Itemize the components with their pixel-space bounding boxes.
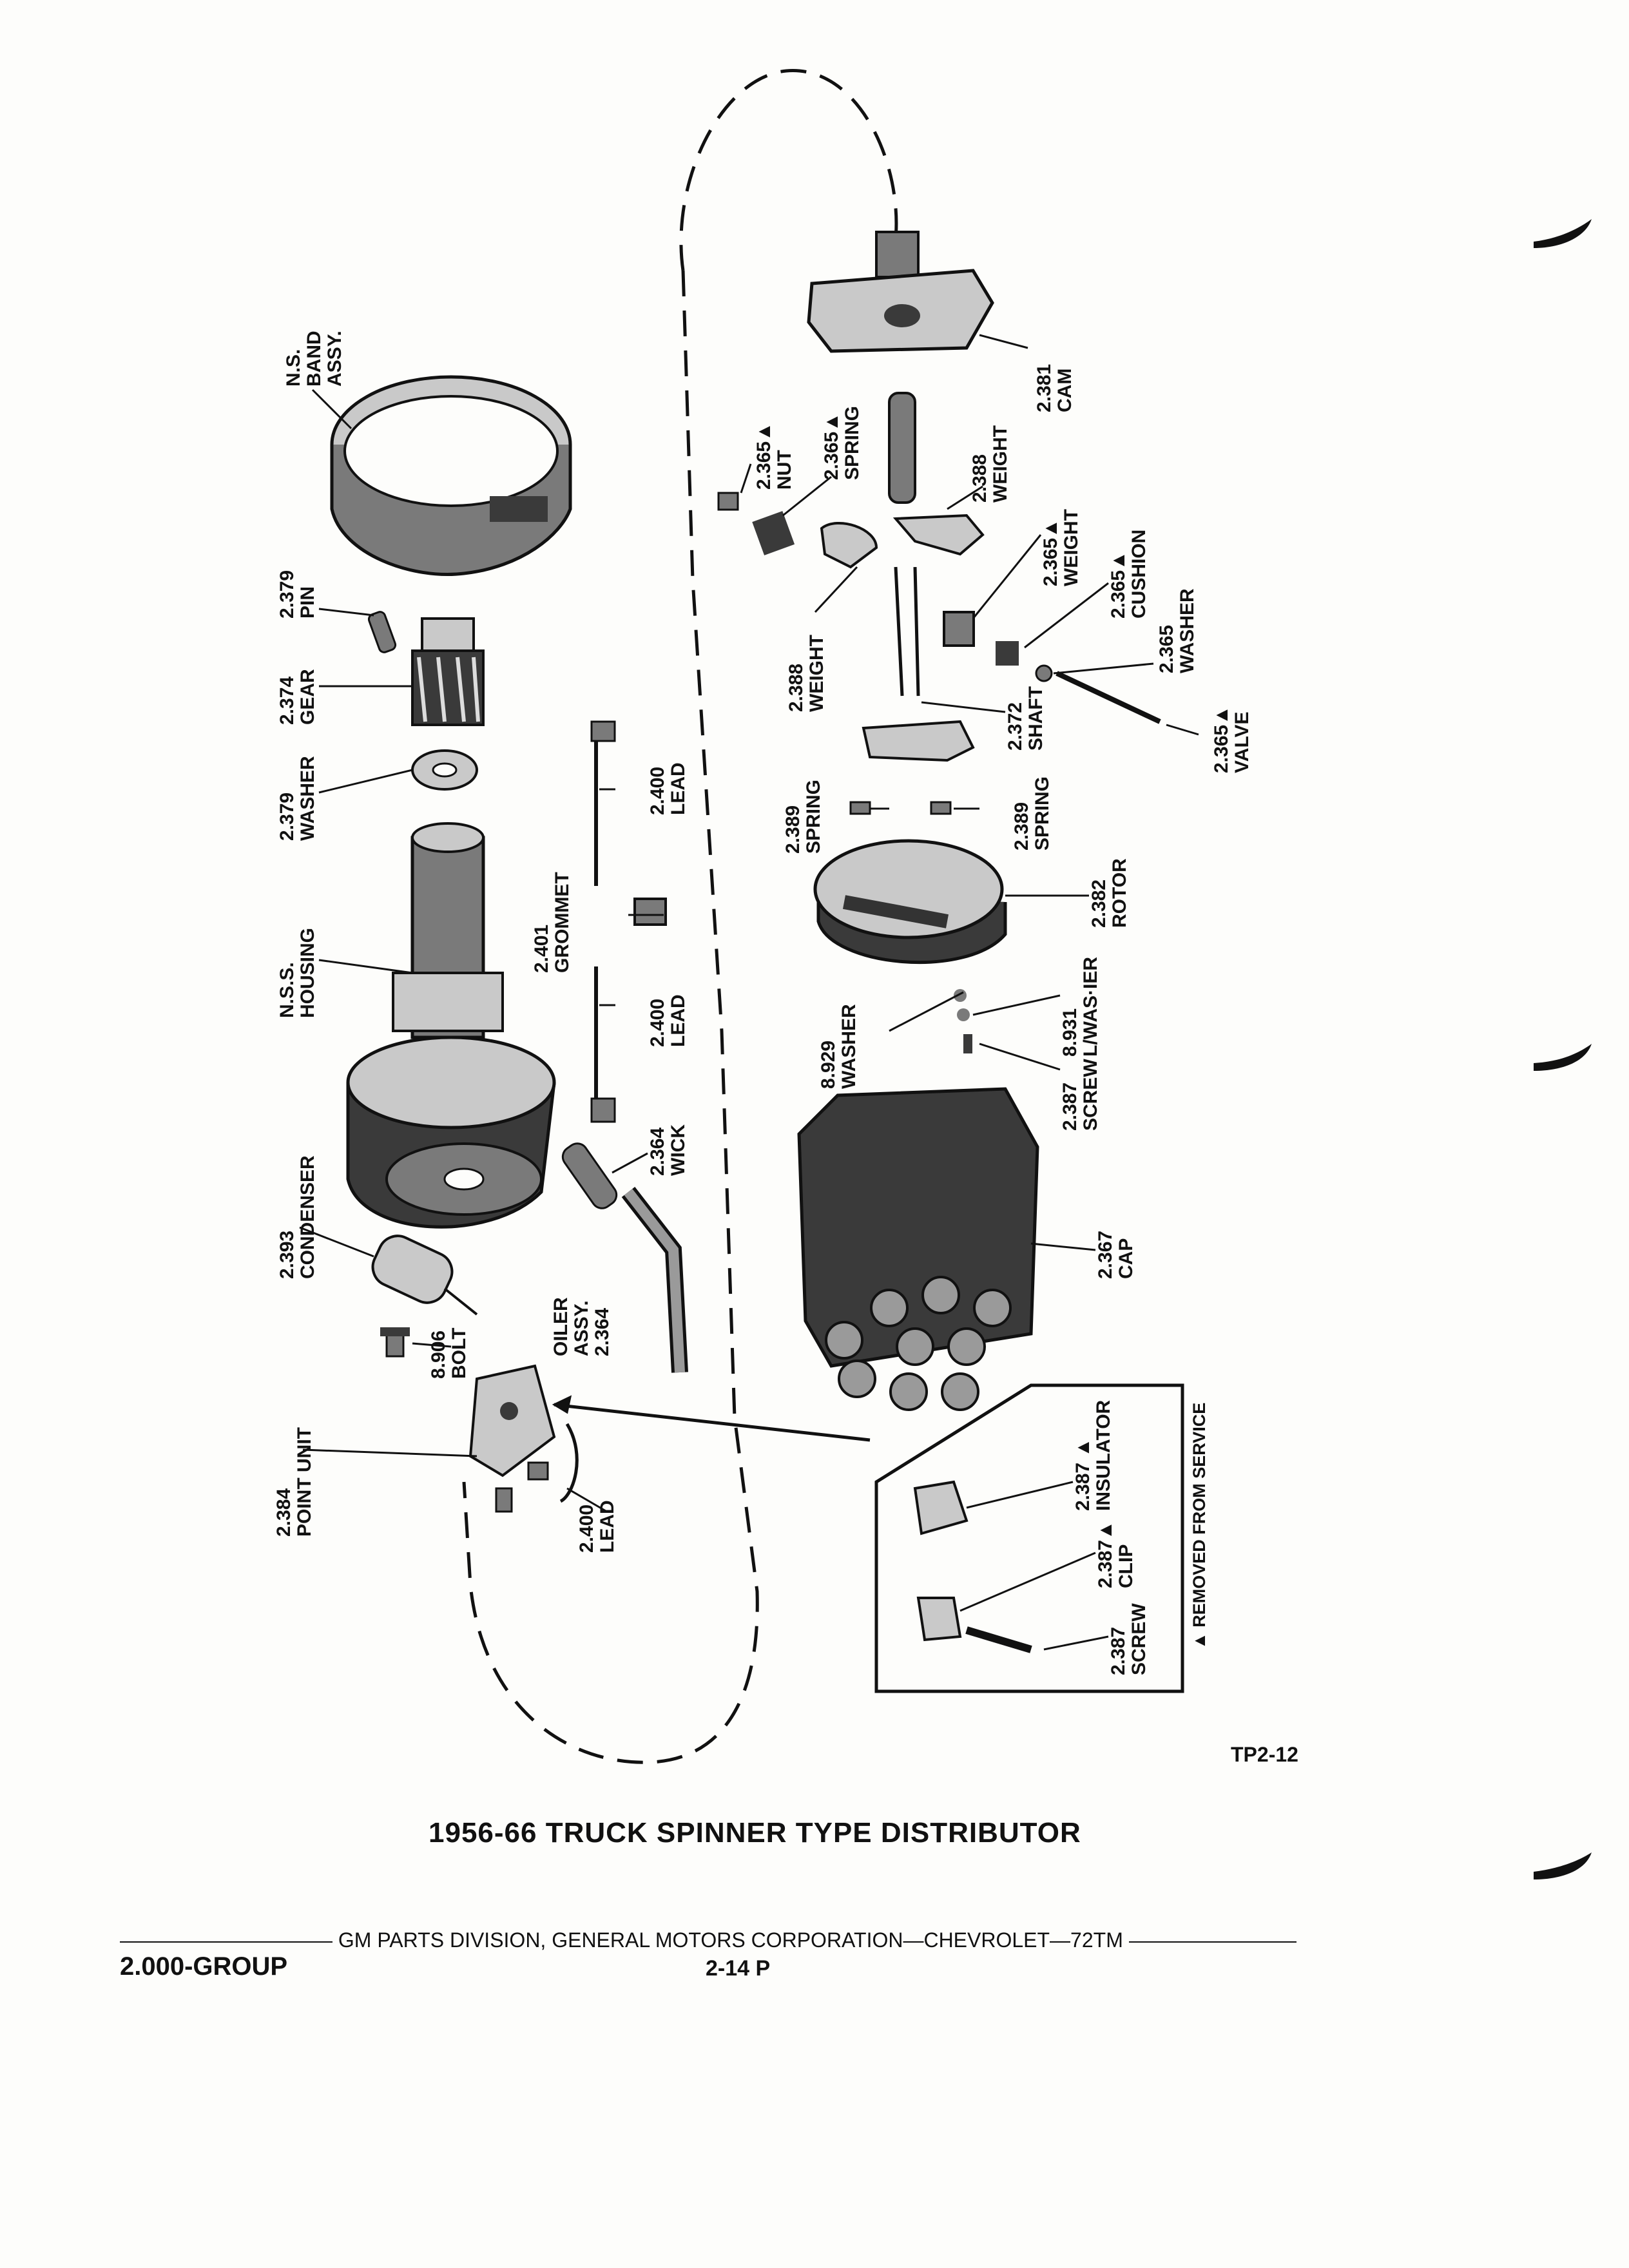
condenser-part xyxy=(371,1235,478,1316)
inset-box xyxy=(874,1383,1184,1693)
publisher-text: GM PARTS DIVISION, GENERAL MOTORS CORPOR… xyxy=(338,1928,1123,1952)
bolt-part xyxy=(380,1327,410,1358)
footer-rule-left xyxy=(120,1941,333,1943)
weight-spring-parts xyxy=(717,392,1161,815)
footer-rule-right xyxy=(1128,1941,1296,1943)
band-assembly-part xyxy=(330,375,572,576)
callout-clip: 2.387▲CLIP xyxy=(1095,1521,1137,1588)
binding-marks xyxy=(1534,219,1592,1879)
callout-valve: 2.365▲VALVE xyxy=(1211,706,1253,773)
page-number: 2-14 P xyxy=(706,1956,771,1981)
callout-cushion: 2.365▲CUSHION xyxy=(1108,529,1150,619)
wick-oiler-parts xyxy=(561,1142,688,1373)
callout-insulator: 2.387 ▲INSULATOR xyxy=(1072,1399,1114,1511)
rotor-part xyxy=(813,839,1007,1053)
callout-weight-right: 2.365▲WEIGHT xyxy=(1040,509,1082,586)
gear-part xyxy=(411,617,485,726)
assembly-path-dashed-loop xyxy=(462,69,898,1764)
figure-code: TP2-12 xyxy=(1231,1743,1298,1766)
group-label: 2.000-GROUP xyxy=(120,1952,288,1981)
point-unit-part xyxy=(468,1364,579,1513)
gear-washer-part xyxy=(411,749,478,791)
lead-grommet-parts xyxy=(590,720,667,1123)
callout-housing: N.S.S.HOUSING xyxy=(276,927,318,1018)
footer-publisher-line: GM PARTS DIVISION, GENERAL MOTORS CORPOR… xyxy=(120,1928,1376,1952)
housing-part xyxy=(346,822,556,1229)
removed-from-service-note: ▲ REMOVED FROM SERVICE xyxy=(1190,1402,1209,1649)
callout-spring-top: 2.365▲SPRING xyxy=(821,405,863,480)
callout-nut: 2.365▲NUT xyxy=(753,422,795,490)
cam-part xyxy=(807,231,994,353)
pin-part xyxy=(367,611,397,653)
document-title: 1956-66 TRUCK SPINNER TYPE DISTRIBUTOR xyxy=(429,1817,1081,1849)
distributor-cap-part xyxy=(797,1087,1039,1411)
